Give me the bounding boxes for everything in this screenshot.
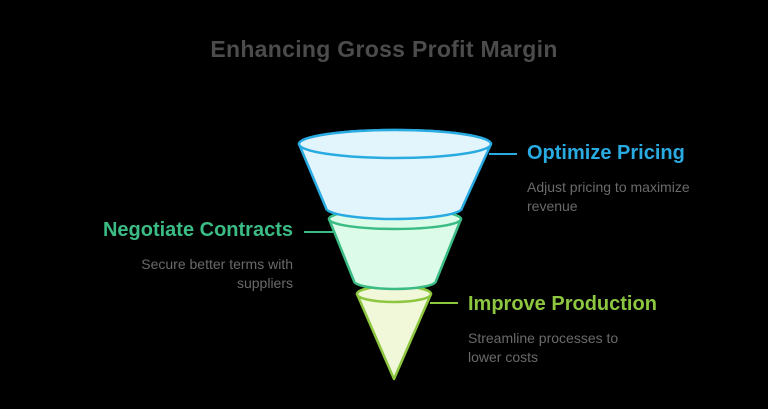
callout-negotiate-contracts: Negotiate Contracts Secure better terms … bbox=[103, 219, 293, 293]
funnel-stage-negotiate-contracts bbox=[304, 207, 463, 291]
page-title: Enhancing Gross Profit Margin bbox=[210, 36, 558, 62]
stage-description-negotiate-contracts: Secure better terms with suppliers bbox=[141, 256, 293, 291]
stage-label-negotiate-contracts: Negotiate Contracts bbox=[102, 219, 293, 241]
stage-description-improve-production: Streamline processes to lower costs bbox=[468, 330, 619, 365]
stage-label-optimize-pricing: Optimize Pricing bbox=[527, 142, 685, 164]
callout-improve-production: Improve Production Streamline processes … bbox=[468, 293, 657, 367]
funnel-stage-optimize-pricing-rim bbox=[297, 128, 493, 160]
stage-label-improve-production: Improve Production bbox=[468, 293, 657, 315]
funnel-stage-optimize-pricing bbox=[297, 128, 517, 221]
callout-optimize-pricing: Optimize Pricing Adjust pricing to maxim… bbox=[527, 142, 709, 216]
funnel-stage-improve-production bbox=[355, 284, 458, 381]
stage-description-optimize-pricing: Adjust pricing to maximize revenue bbox=[527, 179, 690, 214]
